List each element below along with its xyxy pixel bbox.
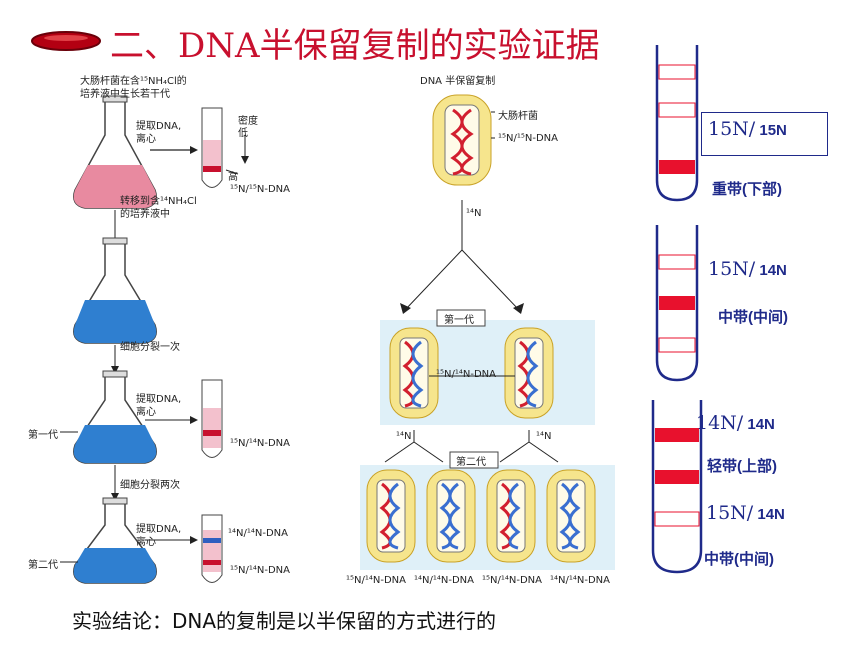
cap-grow-2: 培养液中生长若干代 <box>80 89 170 100</box>
divide-twice-label: 细胞分裂两次 <box>120 480 180 491</box>
n14-label-top: ¹⁴N <box>466 208 482 219</box>
flask-3 <box>73 370 157 464</box>
density-label: 密度 <box>238 116 258 127</box>
centrifuge-label-2: 离心 <box>136 407 156 418</box>
tube-2 <box>201 379 223 458</box>
centrifuge-label-1: 离心 <box>136 134 156 145</box>
t1-bold: 15N <box>759 122 787 139</box>
heavy-label-box <box>701 112 828 156</box>
t3a-label: 14N/ 14N <box>696 412 775 434</box>
t1-sup: 15N/ <box>708 118 756 140</box>
t3b-label: 15N/ 14N <box>706 502 785 524</box>
dna-15-label: ¹⁵N/¹⁵N-DNA <box>230 184 290 195</box>
bottom-label-1: ¹⁵N/¹⁴N-DNA <box>346 575 406 586</box>
tube-heavy <box>655 45 699 202</box>
t3b-bold: 14N <box>757 506 785 523</box>
bottom-label-4: ¹⁴N/¹⁴N-DNA <box>550 575 610 586</box>
divide-once-label: 细胞分裂一次 <box>120 342 180 353</box>
flask-2 <box>73 237 157 344</box>
t2-bold: 14N <box>759 262 787 279</box>
heavy-band-label: 重带(下部) <box>712 181 782 198</box>
cap-grow: 大肠杆菌在含¹⁵NH₄Cl的 <box>80 76 187 87</box>
t3b-sup: 15N/ <box>706 502 754 524</box>
tube-3 <box>201 514 223 583</box>
mid-dna-15-label: ¹⁵N/¹⁵N-DNA <box>498 133 558 144</box>
transfer-label: 转移到含¹⁴NH₄Cl <box>120 196 197 207</box>
t3a-bold: 14N <box>747 416 775 433</box>
t2-label: 15N/ 14N <box>708 258 787 280</box>
n14-label-left: ¹⁴N <box>396 431 412 442</box>
dna-15-14-label: ¹⁵N/¹⁴N-DNA <box>230 438 290 449</box>
tube-middle <box>655 225 699 382</box>
tube-1 <box>201 107 223 188</box>
left-experiment-diagram <box>60 95 249 584</box>
tube-light-middle <box>651 400 703 574</box>
extract-label-2: 提取DNA, <box>136 394 182 405</box>
dna-15-14-label-2: ¹⁵N/¹⁴N-DNA <box>230 565 290 576</box>
page-title: 二、DNA半保留复制的实验证据 <box>110 26 600 66</box>
right-tubes <box>651 45 703 574</box>
bottom-label-3: ¹⁵N/¹⁴N-DNA <box>482 575 542 586</box>
parent-cell <box>432 94 492 186</box>
t1-label: 15N/ 15N <box>708 118 787 140</box>
high-label: 高 <box>228 172 238 183</box>
gen2-box-label: 第二代 <box>456 457 486 468</box>
second-gen-label: 第二代 <box>28 560 58 571</box>
middle-band-label-1: 中带(中间) <box>718 309 788 326</box>
t2-sup: 15N/ <box>708 258 756 280</box>
centrifuge-label-3: 离心 <box>136 537 156 548</box>
n14-label-right: ¹⁴N <box>536 431 552 442</box>
conclusion-text: 实验结论：DNA的复制是以半保留的方式进行的 <box>72 609 497 633</box>
middle-band-label-2: 中带(中间) <box>704 551 774 568</box>
flask-1 <box>73 95 157 209</box>
extract-label-3: 提取DNA, <box>136 524 182 535</box>
mid-dna-15-14-label: ¹⁵N/¹⁴N-DNA <box>436 369 496 380</box>
middle-replication-diagram <box>360 94 615 570</box>
extract-label-1: 提取DNA, <box>136 121 182 132</box>
low-label: 低 <box>238 128 248 139</box>
gen2-cells <box>366 469 596 563</box>
ecoli-label: 大肠杆菌 <box>498 111 538 122</box>
first-gen-label: 第一代 <box>28 430 58 441</box>
transfer-label-2: 的培养液中 <box>120 209 170 220</box>
title-bullet <box>30 30 102 56</box>
gen1-cells <box>389 327 554 419</box>
gen1-box-label: 第一代 <box>444 315 474 326</box>
dna-14-14-label: ¹⁴N/¹⁴N-DNA <box>228 528 288 539</box>
bottom-label-2: ¹⁴N/¹⁴N-DNA <box>414 575 474 586</box>
flask-4 <box>73 497 157 584</box>
light-band-label: 轻带(上部) <box>707 458 777 475</box>
replication-header: DNA 半保留复制 <box>420 76 496 87</box>
t3a-sup: 14N/ <box>696 412 744 434</box>
